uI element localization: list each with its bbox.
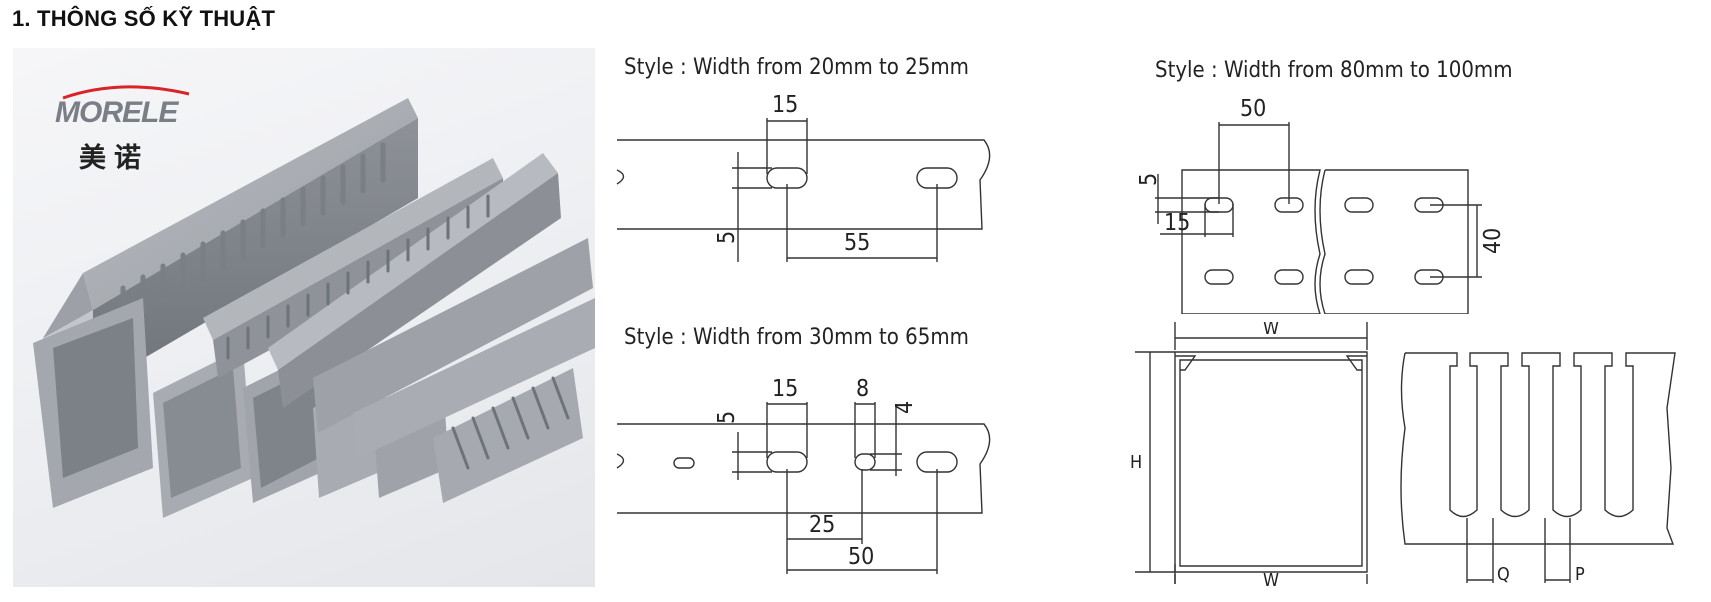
- brand-swoosh: [62, 85, 190, 100]
- diagram-cross-section: W H W: [1130, 322, 1368, 587]
- dim-15: 15: [1164, 210, 1190, 236]
- brand-name: MORELE: [55, 96, 178, 129]
- diagram-finger-slots: Q P: [1400, 352, 1676, 585]
- duct-panel-right: [1319, 169, 1469, 314]
- dim-40: 40: [1480, 228, 1506, 254]
- label-height: H: [1130, 452, 1142, 473]
- dim-15: 15: [772, 376, 798, 402]
- diagram-style-30-65mm: Style : Width from 30mm to 65mm 5 15 8 4…: [616, 325, 991, 574]
- label-p: P: [1575, 564, 1585, 585]
- end-notch: [616, 169, 625, 185]
- dim-5: 5: [1136, 173, 1162, 186]
- end-notch: [616, 453, 625, 469]
- duct-strip-outline: [617, 139, 991, 230]
- finger-outline: [1400, 352, 1676, 545]
- slot: [1344, 269, 1374, 285]
- label-width-top: W: [1263, 322, 1279, 339]
- small-slot: [673, 457, 695, 469]
- label-width-bottom: W: [1263, 570, 1279, 587]
- slot: [1274, 269, 1304, 285]
- dim-55: 55: [844, 230, 870, 256]
- slot: [1204, 269, 1234, 285]
- dim-5: 5: [714, 411, 740, 424]
- cable-duct-illustration: [33, 98, 595, 518]
- duct-front-stack: [33, 298, 583, 518]
- label-q: Q: [1497, 564, 1510, 585]
- style-label: Style : Width from 30mm to 65mm: [624, 325, 969, 350]
- style-label: Style : Width from 80mm to 100mm: [1155, 58, 1513, 83]
- duct-strip-outline: [617, 423, 991, 514]
- diagram-style-80-100mm: Style : Width from 80mm to 100mm 50 5 15…: [1136, 58, 1513, 314]
- section-outline: [1174, 351, 1368, 573]
- style-label: Style : Width from 20mm to 25mm: [624, 55, 969, 80]
- duct-slots: [226, 194, 570, 470]
- slot: [1344, 197, 1374, 213]
- brand-chinese-name: 美诺: [79, 143, 149, 174]
- dim-4: 4: [892, 401, 918, 414]
- dim-15: 15: [772, 92, 798, 118]
- dim-8: 8: [856, 376, 869, 402]
- lid-clip-left: [1175, 355, 1197, 371]
- duct-middle: [203, 153, 595, 458]
- dim-50: 50: [1240, 96, 1266, 122]
- dim-25: 25: [809, 512, 835, 538]
- small-slot: [854, 453, 876, 471]
- dim-50: 50: [848, 544, 874, 570]
- duct-panel-left: [1181, 169, 1321, 314]
- product-photo: MORELE 美诺: [13, 48, 595, 587]
- section-heading: 1. THÔNG SỐ KỸ THUẬT: [12, 6, 276, 31]
- lid-clip-right: [1345, 355, 1367, 371]
- section-inner: [1179, 359, 1363, 567]
- diagram-style-20-25mm: Style : Width from 20mm to 25mm 15 5 55: [616, 55, 991, 262]
- dim-5: 5: [714, 231, 740, 244]
